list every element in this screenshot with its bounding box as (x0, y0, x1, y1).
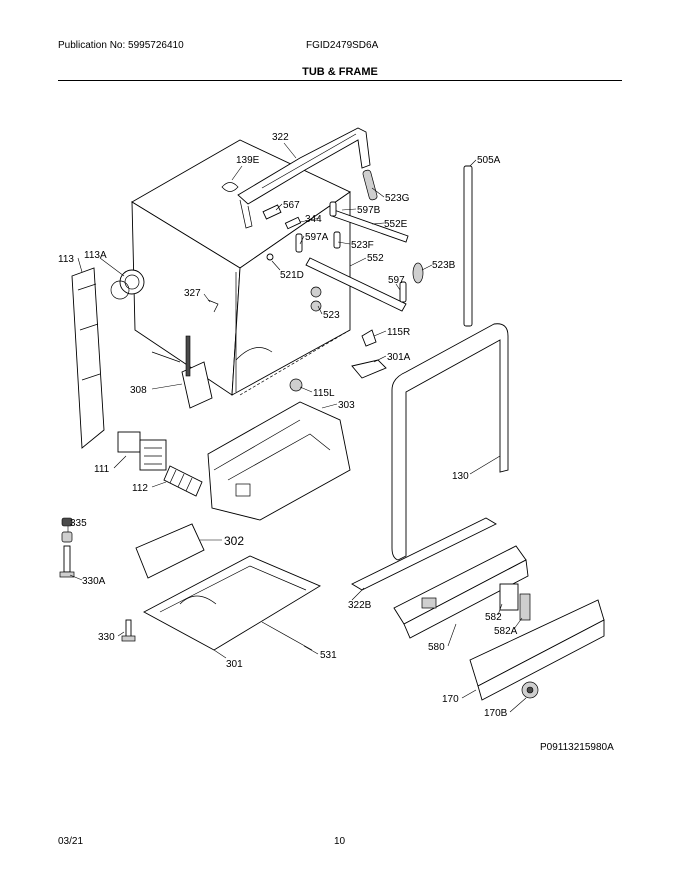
callout-597B: 597B (357, 205, 381, 216)
callout-523G: 523G (385, 193, 410, 204)
gasket-130-part (391, 323, 509, 561)
hose-112-part (163, 465, 203, 497)
callout-303: 303 (338, 400, 355, 411)
callout-567: 567 (283, 200, 300, 211)
base-pan-301-part (143, 555, 321, 651)
clip-523g-part (362, 169, 378, 201)
diagram-code: P09113215980A (540, 742, 614, 753)
callout-330A: 330A (82, 576, 106, 587)
callout-112: 112 (132, 483, 148, 494)
bolt-330a-part (59, 545, 75, 578)
model-number: FGID2479SD6A (306, 40, 379, 51)
clip-523-part-a (310, 286, 322, 298)
callout-597A: 597A (305, 232, 329, 243)
callout-521D: 521D (280, 270, 304, 281)
door-panel-170-part (469, 599, 605, 701)
clip-523-part-b (310, 300, 322, 312)
top-frame-part (237, 127, 371, 229)
clip-327-part (207, 299, 219, 313)
nut-335-part (61, 517, 73, 543)
section-title: TUB & FRAME (302, 66, 378, 78)
callout-115L: 115L (313, 388, 335, 399)
callout-582A: 582A (494, 626, 518, 637)
callout-597: 597 (388, 275, 405, 286)
callout-582: 582 (485, 612, 502, 623)
callout-531: 531 (320, 650, 337, 661)
callout-308: 308 (130, 385, 147, 396)
callout-301A: 301A (387, 352, 411, 363)
clip-523b-part (412, 262, 424, 284)
callout-labels: 322 139E 567 344 597B 523G 552E 505A 597… (58, 132, 518, 719)
bracket-567-part (262, 204, 282, 220)
callout-322B: 322B (348, 600, 372, 611)
callout-552: 552 (367, 253, 384, 264)
clip-597-part (399, 281, 407, 303)
rail-322b-part (351, 517, 497, 591)
clip-523f-part (333, 231, 341, 249)
callout-505A: 505A (477, 155, 501, 166)
callout-111: 111 (94, 464, 110, 475)
callout-523B: 523B (432, 260, 456, 271)
bracket-344-part (284, 216, 302, 230)
strip-505a-part (463, 165, 473, 327)
screw-521d-part (266, 253, 274, 261)
publication-number: Publication No: 5995726410 (58, 40, 184, 51)
callout-322: 322 (272, 132, 289, 143)
hinge-115l-part (289, 378, 303, 392)
footer-date: 03/21 (58, 836, 84, 847)
hinge-plate-308-part (151, 335, 213, 409)
knob-170b-part (521, 681, 539, 699)
callout-344: 344 (305, 214, 322, 225)
callout-302: 302 (224, 534, 244, 548)
callout-301: 301 (226, 659, 243, 670)
bolt-330-part (121, 619, 136, 642)
header-rule (58, 80, 622, 81)
seal-113a-part (110, 269, 145, 300)
callout-552E: 552E (384, 219, 408, 230)
callout-115R: 115R (387, 327, 410, 338)
callout-327: 327 (184, 288, 201, 299)
leader-lines (67, 142, 527, 713)
bracket-301a-part (351, 359, 387, 379)
callout-170B: 170B (484, 708, 508, 719)
callout-130: 130 (452, 471, 469, 482)
hinge-115r-part (361, 329, 377, 347)
clip-597a-part (295, 233, 303, 253)
vent-111-part (117, 431, 167, 471)
callout-523: 523 (323, 310, 340, 321)
callout-330: 330 (98, 632, 115, 643)
callout-170: 170 (442, 694, 459, 705)
callout-113: 113 (58, 254, 74, 265)
callout-523F: 523F (351, 240, 374, 251)
switch-582-part (499, 583, 519, 611)
callout-580: 580 (428, 642, 445, 653)
callout-113A: 113A (84, 250, 107, 261)
callout-335: 335 (70, 518, 87, 529)
control-panel-580-part (393, 545, 529, 639)
rod-531-part (261, 621, 313, 651)
side-channel-113-part (71, 267, 105, 449)
callout-139E: 139E (236, 155, 260, 166)
clip-597b-part (329, 201, 337, 217)
rail-552-part (305, 257, 407, 312)
plate-302-part (135, 523, 205, 579)
page-number: 10 (334, 836, 346, 847)
base-frame-303-part (207, 401, 351, 521)
bracket-582a-part (519, 593, 531, 621)
